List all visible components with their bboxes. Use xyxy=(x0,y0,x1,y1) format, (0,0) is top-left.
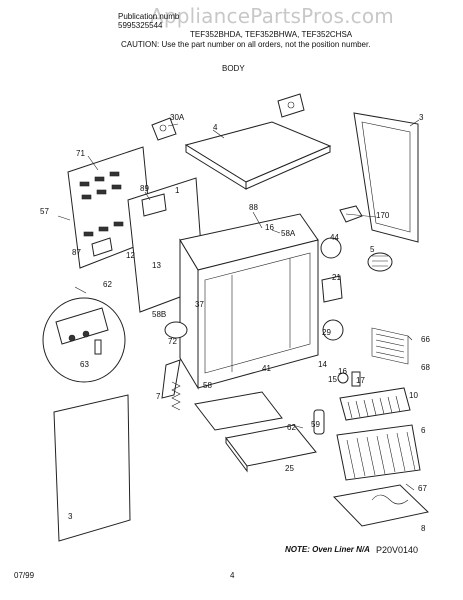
broiler-pan xyxy=(332,484,430,527)
callout-1: 1 xyxy=(175,186,180,195)
callout-labels: 30A 4 3 71 89 1 57 88 16 58A 170 44 87 1… xyxy=(40,113,430,533)
back-panel xyxy=(67,146,153,269)
callout-62-top: 62 xyxy=(103,280,112,289)
callout-4: 4 xyxy=(213,123,218,132)
oven-body xyxy=(127,177,319,390)
callout-3-left: 3 xyxy=(68,512,73,521)
callout-10: 10 xyxy=(409,391,418,400)
callout-14: 14 xyxy=(318,360,327,369)
callout-67: 67 xyxy=(418,484,427,493)
callout-37: 37 xyxy=(195,300,204,309)
callout-58a: 58A xyxy=(281,229,296,238)
oven-liner-note: NOTE: Oven Liner N/A xyxy=(285,545,370,554)
oven-rack xyxy=(336,424,421,481)
callout-30a: 30A xyxy=(170,113,185,122)
callout-59: 59 xyxy=(311,420,320,429)
callout-3-right: 3 xyxy=(419,113,424,122)
spring-7 xyxy=(171,381,181,411)
section-title: BODY xyxy=(222,64,245,73)
callout-89: 89 xyxy=(140,184,149,193)
callout-15: 15 xyxy=(328,375,337,384)
model-numbers: TEF352BHDA, TEF352BHWA, TEF352CHSA xyxy=(190,30,353,39)
callout-58: 58 xyxy=(203,381,212,390)
callout-13: 13 xyxy=(152,261,161,270)
bottom-panel xyxy=(194,391,283,431)
callout-12: 12 xyxy=(126,251,135,260)
watermark: AppliancePartsPros.com xyxy=(150,4,394,28)
callout-72: 72 xyxy=(168,337,177,346)
top-panel xyxy=(184,121,332,190)
bake-element-66 xyxy=(371,327,409,365)
callout-17: 17 xyxy=(356,376,365,385)
revision-date: 07/99 xyxy=(14,571,35,580)
terminal-block xyxy=(141,193,167,217)
callout-6: 6 xyxy=(421,426,426,435)
caution-text: CAUTION: Use the part number on all orde… xyxy=(121,40,371,49)
callout-41: 41 xyxy=(262,364,271,373)
small-parts-right xyxy=(320,205,393,341)
bracket-58b xyxy=(161,321,188,399)
bracket-top-right xyxy=(277,93,305,118)
page-number: 4 xyxy=(230,571,235,580)
callout-5: 5 xyxy=(370,245,375,254)
publication-number: 5995325544 xyxy=(118,21,163,30)
diagram-code: P20V0140 xyxy=(376,545,419,555)
callout-21: 21 xyxy=(332,273,341,282)
callout-170: 170 xyxy=(376,211,390,220)
callout-63: 63 xyxy=(80,360,89,369)
side-panel-left xyxy=(53,394,131,542)
callout-87: 87 xyxy=(72,248,81,257)
callout-44: 44 xyxy=(330,233,339,242)
publication-label: Publication numb xyxy=(118,12,180,21)
leader-lines xyxy=(57,119,420,491)
callout-16-top: 16 xyxy=(265,223,274,232)
callout-71: 71 xyxy=(76,149,85,158)
callout-62-bottom: 62 xyxy=(287,423,296,432)
callout-57: 57 xyxy=(40,207,49,216)
callout-88: 88 xyxy=(249,203,258,212)
callout-68: 68 xyxy=(421,363,430,372)
callout-58b: 58B xyxy=(152,310,166,319)
bracket-30a xyxy=(151,117,177,141)
callout-66: 66 xyxy=(421,335,430,344)
callout-16-lower: 16 xyxy=(338,367,347,376)
broiler-grid xyxy=(339,387,411,421)
callout-29: 29 xyxy=(322,328,331,337)
drawer-pan xyxy=(225,424,317,473)
callout-7: 7 xyxy=(156,392,161,401)
side-panel-right xyxy=(353,112,419,243)
callout-25: 25 xyxy=(285,464,294,473)
small-parts-lower xyxy=(313,371,361,435)
callout-8: 8 xyxy=(421,524,426,533)
terminal-detail-62 xyxy=(42,297,126,383)
